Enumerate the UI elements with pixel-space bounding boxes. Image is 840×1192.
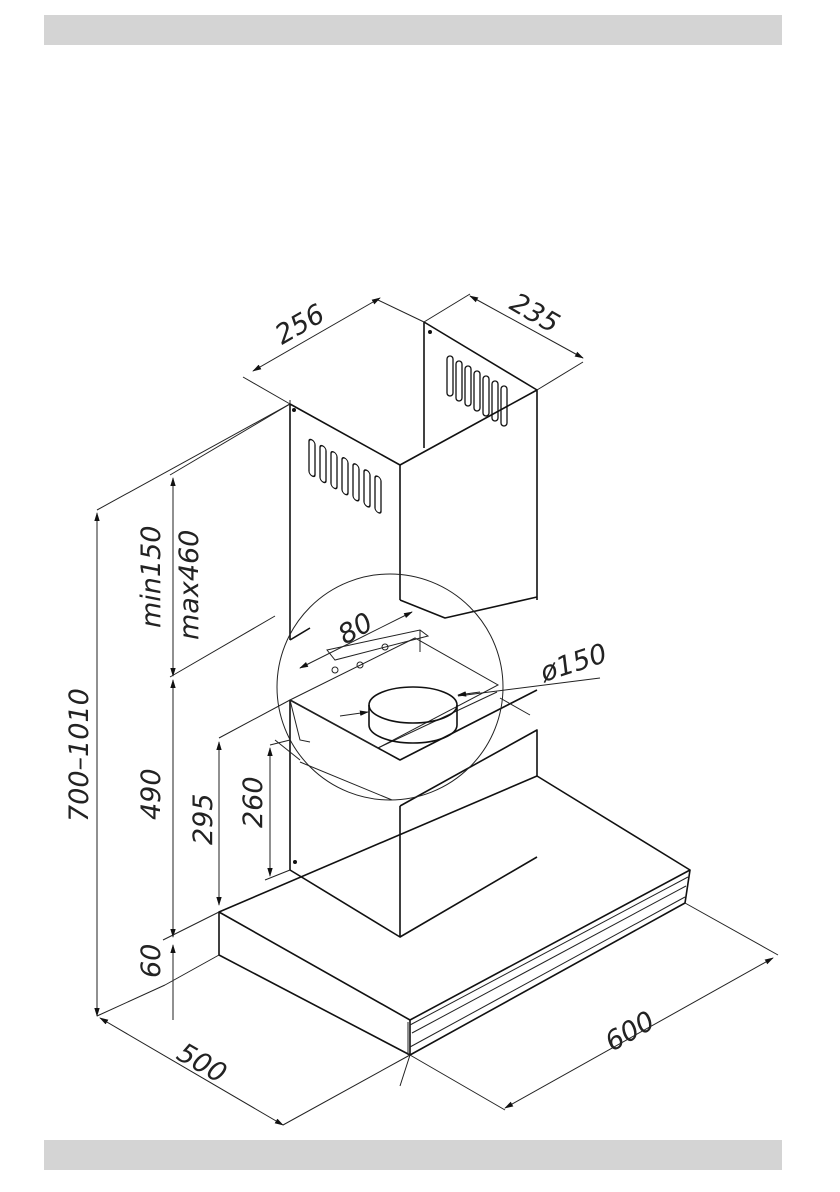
dim-box-height: 260 — [238, 776, 269, 828]
dimension-lines — [97, 294, 778, 1125]
dim-canopy-thickness: 60 — [136, 944, 167, 978]
vent-slots-left — [309, 438, 381, 514]
dim-adjust-min: min150 — [136, 526, 167, 628]
dim-lower-height: 490 — [136, 768, 167, 820]
dim-total-height: 700–1010 — [64, 688, 95, 822]
dim-bracket-width: 80 — [333, 607, 378, 651]
chimney-upper — [290, 322, 537, 640]
dim-adjust-max: max460 — [174, 530, 205, 640]
dim-canopy-depth: 500 — [172, 1037, 232, 1090]
motor-box — [290, 690, 537, 937]
dim-chimney-width: 256 — [270, 298, 330, 351]
dim-body-height: 295 — [188, 793, 219, 845]
